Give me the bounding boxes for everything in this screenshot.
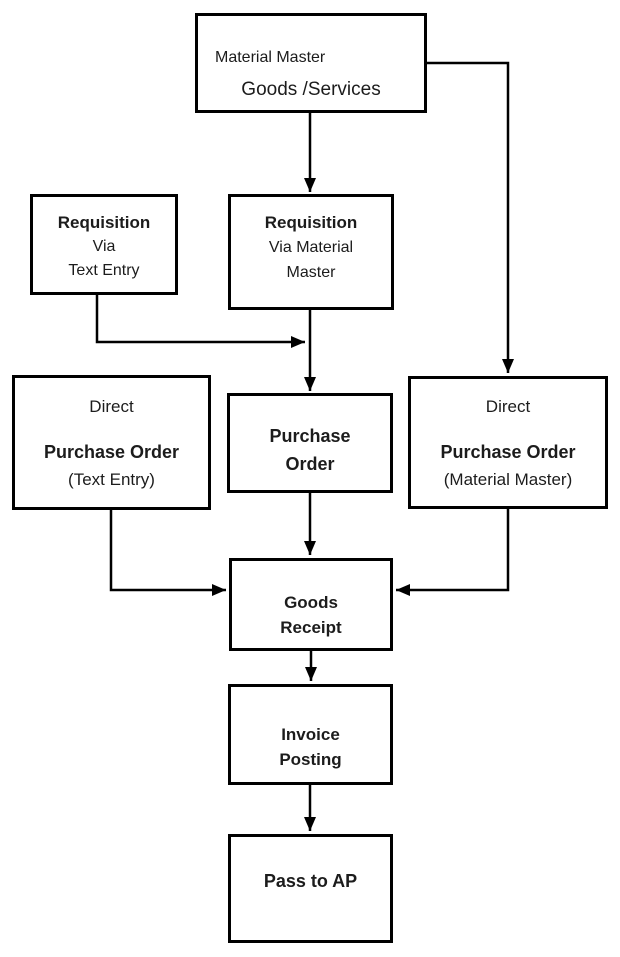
node-requisition-material-master: Requisition Via Material Master	[228, 194, 394, 310]
node-label: Receipt	[280, 618, 342, 637]
node-purchase-order: Purchase Order	[227, 393, 393, 493]
node-label: Posting	[279, 750, 342, 769]
node-label: (Material Master)	[443, 469, 573, 489]
node-label: Purchase Order	[440, 441, 576, 462]
node-label: Via Material	[268, 239, 354, 256]
node-label: Invoice	[281, 725, 340, 744]
node-label: Via	[92, 238, 116, 255]
node-label: Master	[286, 264, 336, 281]
connector-direct-po-text-to-goods-receipt	[109, 510, 226, 596]
node-label: Direct	[89, 396, 134, 416]
node-label: (Text Entry)	[68, 469, 155, 489]
node-goods-receipt: Goods Receipt	[229, 558, 393, 651]
node-label: Material Master	[215, 49, 326, 66]
node-label: Purchase	[269, 426, 351, 446]
node-pass-to-ap: Pass to AP	[228, 834, 393, 943]
node-label: Direct	[485, 396, 531, 416]
node-direct-po-text-entry: Direct Purchase Order (Text Entry)	[12, 375, 211, 510]
node-requisition-text-entry: Requisition Via Text Entry	[30, 194, 178, 295]
node-label: Goods	[284, 593, 338, 612]
connector-material-master-to-direct-po-mm	[427, 61, 514, 373]
node-label: Requisition	[57, 213, 151, 232]
node-label: Requisition	[264, 213, 358, 232]
node-label: Text Entry	[68, 262, 140, 279]
node-invoice-posting: Invoice Posting	[228, 684, 393, 785]
node-label: Pass to AP	[263, 871, 358, 891]
node-direct-po-material-master: Direct Purchase Order (Material Master)	[408, 376, 608, 509]
node-material-master: Material Master Goods /Services	[195, 13, 427, 113]
node-label: Order	[285, 454, 335, 474]
connector-requisition-text-to-purchase-order	[95, 294, 305, 348]
connector-direct-po-mm-to-goods-receipt	[396, 509, 510, 596]
node-label: Goods /Services	[241, 79, 381, 100]
node-label: Purchase Order	[43, 441, 180, 462]
